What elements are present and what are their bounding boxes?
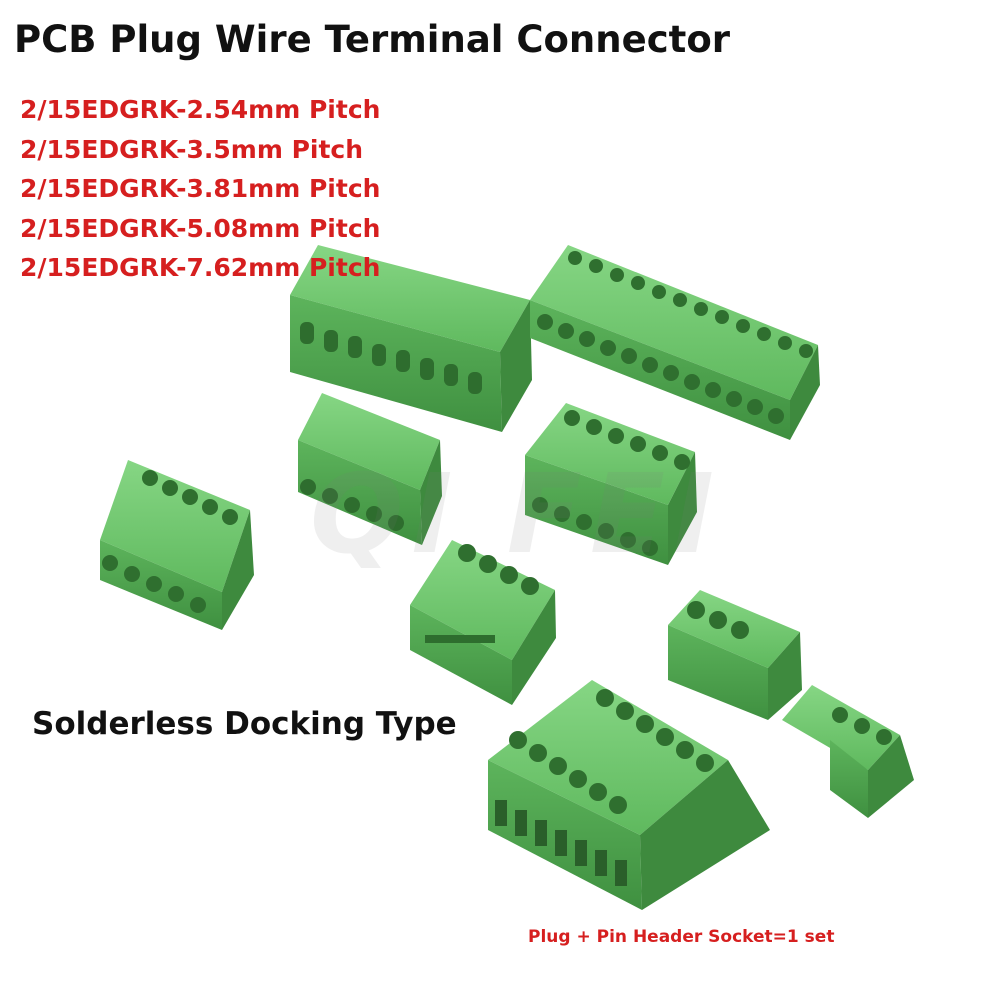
connector-8pin-header: [290, 245, 532, 432]
page-title: PCB Plug Wire Terminal Connector: [14, 18, 730, 61]
pitch-item: 2/15EDGRK-3.81mm Pitch: [20, 174, 381, 203]
connector-3pin-header: [668, 590, 802, 720]
pitch-item: 2/15EDGRK-5.08mm Pitch: [20, 213, 381, 243]
type-subtitle: Solderless Docking Type: [32, 706, 457, 742]
pitch-item: 2/15EDGRK-2.54mm Pitch: [20, 95, 381, 124]
connector-4pin-header: [410, 540, 556, 705]
set-footnote: Plug + Pin Header Socket=1 set: [528, 927, 835, 947]
connector-3pin-plug: [782, 685, 914, 818]
pitch-list: 2/15EDGRK-2.54mm Pitch 2/15EDGRK-3.5mm P…: [20, 90, 380, 288]
connector-5pin-header: [298, 393, 442, 545]
connector-7pin-set: [488, 680, 770, 910]
watermark-text: QI FEI: [310, 450, 722, 578]
pitch-item: 2/15EDGRK-7.62mm Pitch: [20, 253, 381, 282]
connector-5pin-plug: [100, 460, 254, 630]
pitch-item: 2/15EDGRK-3.5mm Pitch: [20, 134, 364, 164]
connector-12pin-plug: [530, 245, 820, 440]
connector-6pin-plug: [525, 403, 697, 565]
